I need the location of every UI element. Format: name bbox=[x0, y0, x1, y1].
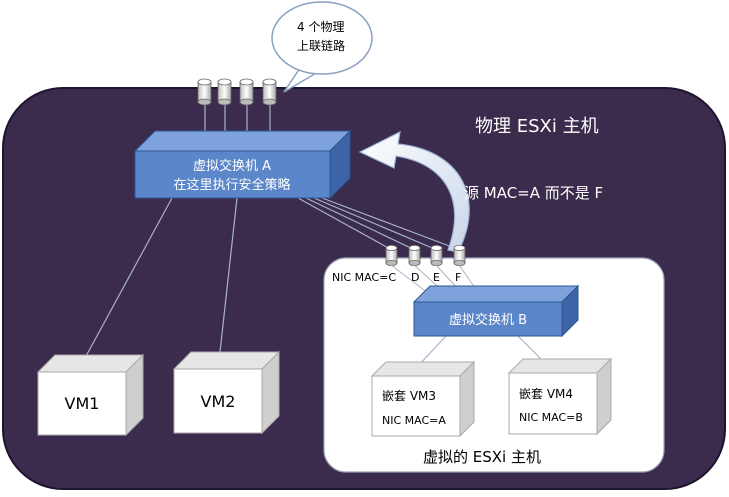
vm-box: VM2 bbox=[172, 350, 281, 435]
vm-name: VM1 bbox=[65, 394, 100, 413]
vm-name: VM2 bbox=[201, 392, 236, 411]
callout-line1: 4 个物理 bbox=[297, 20, 344, 34]
uplink-callout: 4 个物理 上联链路 bbox=[271, 1, 373, 93]
virtual-switch-a-name: 虚拟交换机 A bbox=[193, 158, 271, 174]
callout-line2: 上联链路 bbox=[297, 38, 345, 53]
nested-nic-icon bbox=[430, 244, 443, 266]
vm-box: VM1 bbox=[36, 353, 145, 437]
physical-host-label: 物理 ESXi 主机 bbox=[475, 116, 599, 137]
physical-nic-icon bbox=[217, 78, 232, 106]
virtual-switch-b-name: 虚拟交换机 B bbox=[449, 312, 527, 328]
nested-nic-icon bbox=[408, 244, 421, 266]
source-mac-arrow bbox=[358, 130, 470, 253]
nested-uplink-lines bbox=[297, 197, 461, 251]
nested-nic-icon bbox=[453, 244, 466, 266]
nested-host-label: 虚拟的 ESXi 主机 bbox=[423, 448, 541, 466]
physical-nic-icon bbox=[262, 78, 277, 106]
nested-vm-name: 嵌套 VM3 bbox=[382, 389, 436, 403]
virtual-switch-a-policy: 在这里执行安全策略 bbox=[173, 177, 290, 193]
nested-vm-box: 嵌套 VM4 NIC MAC=B bbox=[507, 357, 613, 436]
source-mac-note: 源 MAC=A 而不是 F bbox=[464, 184, 603, 202]
nested-vm-box: 嵌套 VM3 NIC MAC=A bbox=[370, 360, 476, 438]
nested-vm-name: 嵌套 VM4 bbox=[519, 387, 573, 401]
vm-links bbox=[84, 197, 238, 359]
nested-vm-nic: NIC MAC=B bbox=[519, 411, 583, 424]
virtual-switch-b: 虚拟交换机 B bbox=[412, 284, 580, 338]
physical-nic-icon bbox=[197, 78, 212, 106]
virtual-switch-a: 虚拟交换机 A 在这里执行安全策略 bbox=[133, 129, 352, 200]
nested-nic-label: F bbox=[455, 271, 461, 284]
nested-nic-label: D bbox=[411, 271, 419, 284]
physical-nic-icons bbox=[197, 78, 277, 106]
nested-nic-icon bbox=[385, 244, 398, 266]
nested-nic-label: NIC MAC=C bbox=[332, 271, 396, 284]
physical-nic-icon bbox=[239, 78, 254, 106]
nested-nic-label: E bbox=[433, 271, 440, 284]
nested-nic-icons bbox=[385, 244, 466, 266]
nested-vm-nic: NIC MAC=A bbox=[382, 414, 446, 427]
